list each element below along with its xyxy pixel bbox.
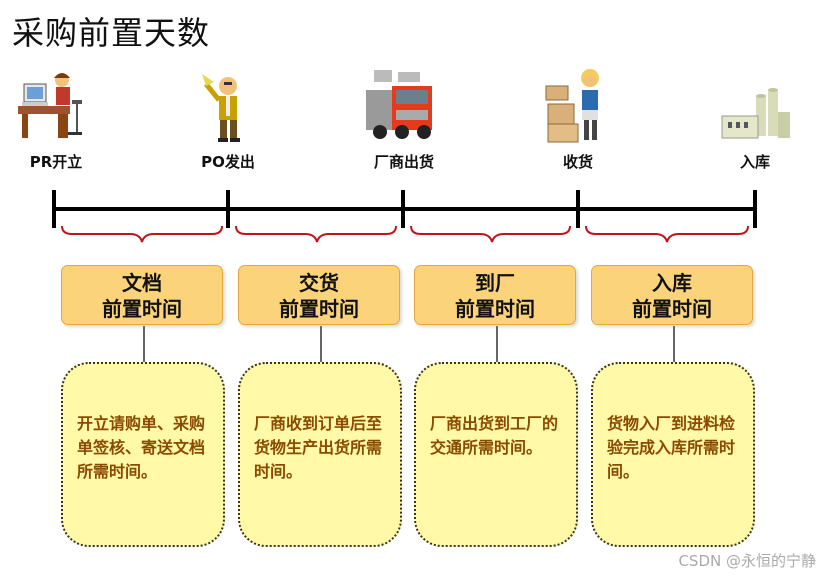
stage-label-store: 入库	[739, 153, 771, 171]
factory-icon	[721, 88, 790, 139]
connector-2	[320, 326, 322, 362]
box-line1: 交货	[299, 271, 339, 295]
stage-label-receive: 收货	[562, 153, 594, 171]
lead-time-box-document: 文档 前置时间	[61, 265, 223, 325]
box-line2: 前置时间	[632, 297, 712, 321]
lead-time-box-delivery: 交货 前置时间	[238, 265, 400, 325]
truck-icon	[366, 70, 432, 139]
note-arrival: 厂商出货到工厂的交通所需时间。	[414, 362, 578, 547]
person-with-boxes-icon	[545, 69, 599, 143]
brace-1	[61, 225, 223, 243]
lead-time-box-arrival: 到厂 前置时间	[414, 265, 576, 325]
stage-label-pr: PR开立	[29, 153, 83, 171]
box-line1: 入库	[652, 271, 692, 295]
brace-3	[410, 225, 571, 243]
box-line1: 到厂	[475, 271, 515, 295]
box-line2: 前置时间	[455, 297, 535, 321]
box-line1: 文档	[122, 271, 162, 295]
person-waving-icon	[202, 74, 240, 142]
connector-3	[496, 326, 498, 362]
brace-2	[235, 225, 397, 243]
brace-4	[585, 225, 749, 243]
note-document: 开立请购单、采购单签核、寄送文档所需时间。	[61, 362, 225, 547]
person-at-computer-icon	[18, 73, 82, 138]
connector-1	[143, 326, 145, 362]
note-delivery: 厂商收到订单后至货物生产出货所需时间。	[238, 362, 402, 547]
lead-time-box-storage: 入库 前置时间	[591, 265, 753, 325]
box-line2: 前置时间	[102, 297, 182, 321]
connector-4	[673, 326, 675, 362]
page-title: 采购前置天数	[12, 14, 211, 52]
box-line2: 前置时间	[279, 297, 359, 321]
note-storage: 货物入厂到进料检验完成入库所需时间。	[591, 362, 755, 547]
watermark: CSDN @永恒的宁静	[678, 552, 816, 570]
stage-label-ship: 厂商出货	[373, 153, 435, 171]
stage-label-po: PO发出	[201, 153, 255, 171]
timeline	[52, 190, 757, 243]
